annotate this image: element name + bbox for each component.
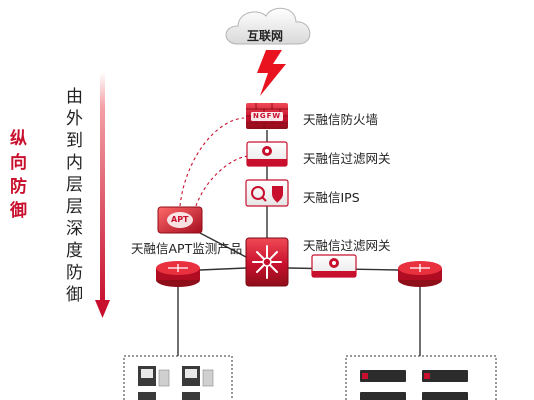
- firewall-label: 天融信防火墙: [303, 112, 379, 127]
- server-icon: [138, 366, 170, 387]
- left-terminal-zone: [123, 355, 233, 400]
- right-server-zone: [345, 355, 497, 400]
- filter-gateway-device: [311, 254, 357, 278]
- router-icon: [398, 261, 442, 287]
- direction-char: 层: [66, 175, 83, 195]
- ips-device: [245, 179, 289, 207]
- filter-gateway-right-label: 天融信过滤网关: [303, 238, 391, 253]
- direction-char: 深: [66, 219, 83, 239]
- title-char: 防: [10, 177, 27, 197]
- ips-label: 天融信IPS: [303, 190, 360, 205]
- apt-device: [157, 206, 203, 234]
- title-char: 纵: [10, 129, 27, 149]
- server-icon: [360, 370, 468, 400]
- direction-char: 层: [66, 197, 83, 217]
- cloud-icon: [225, 7, 311, 45]
- server-icon: [138, 392, 200, 400]
- internet-label: 互联网: [247, 29, 284, 43]
- arrow-down-icon: [95, 72, 110, 318]
- apt-label: 天融信APT监测产品: [131, 241, 243, 256]
- filter-gateway-top-label: 天融信过滤网关: [303, 151, 391, 166]
- direction-char: 度: [66, 241, 83, 261]
- apt-badge: APT: [171, 215, 189, 224]
- direction-char: 内: [66, 153, 83, 173]
- core-switch-icon: [245, 237, 289, 287]
- ngfw-badge: NGFW: [253, 112, 282, 120]
- router-icon: [156, 261, 200, 287]
- direction-char: 防: [66, 263, 83, 283]
- firewall-device: [246, 103, 288, 129]
- title-char: 御: [10, 201, 27, 221]
- lightning-icon: [257, 50, 286, 96]
- server-icon: [182, 366, 214, 387]
- filter-gateway-device: [246, 141, 288, 167]
- direction-char: 御: [66, 285, 83, 305]
- direction-char: 由: [66, 87, 83, 107]
- apt-monitor-links: [179, 117, 249, 207]
- title-char: 向: [10, 153, 27, 173]
- direction-char: 外: [66, 109, 83, 129]
- direction-char: 到: [66, 131, 83, 151]
